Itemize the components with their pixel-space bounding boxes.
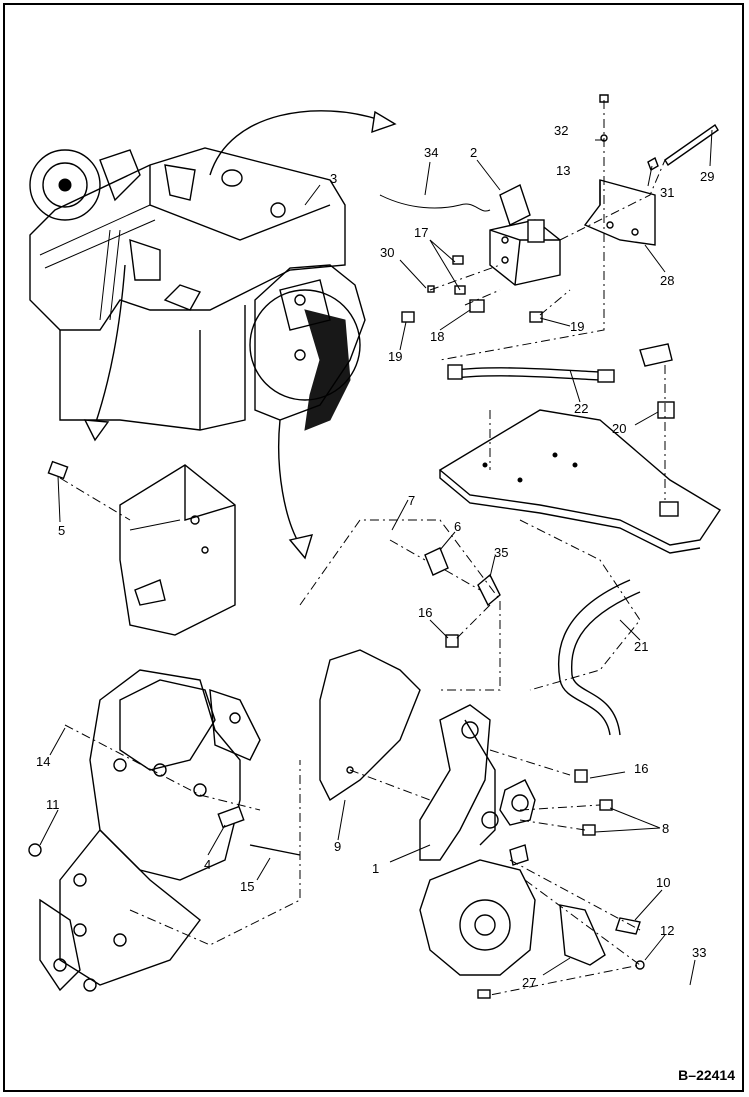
callout-16-upper: 16 bbox=[418, 605, 433, 620]
callout-13: 13 bbox=[556, 163, 571, 178]
leader-lines bbox=[39, 129, 713, 986]
hose-21 bbox=[519, 519, 641, 736]
callout-6: 6 bbox=[454, 519, 462, 534]
callout-14: 14 bbox=[36, 754, 51, 769]
floor-plate bbox=[438, 409, 721, 554]
callout-27: 27 bbox=[522, 975, 537, 990]
callout-34: 34 bbox=[424, 145, 439, 160]
callout-8: 8 bbox=[662, 821, 670, 836]
drawing-border bbox=[3, 3, 744, 1092]
pedal-assembly-1 bbox=[419, 704, 645, 999]
cab-pillar-assembly bbox=[47, 460, 236, 636]
callout-16-lower: 16 bbox=[634, 761, 649, 776]
callout-11: 11 bbox=[46, 797, 60, 812]
callout-35: 35 bbox=[494, 545, 509, 560]
callout-33: 33 bbox=[692, 945, 707, 960]
pedal-bracket-plate bbox=[28, 669, 301, 992]
callout-31: 31 bbox=[660, 185, 675, 200]
callout-29: 29 bbox=[700, 169, 715, 184]
callout-4: 4 bbox=[204, 857, 212, 872]
valve-block-assembly bbox=[379, 94, 719, 361]
pedal-mount-cutaway bbox=[249, 264, 366, 431]
sensor-parts-group bbox=[299, 519, 501, 691]
callout-18: 18 bbox=[430, 329, 445, 344]
callout-10: 10 bbox=[656, 875, 671, 890]
callout-1: 1 bbox=[372, 861, 380, 876]
callout-2: 2 bbox=[470, 145, 478, 160]
callout-19-left: 19 bbox=[388, 349, 403, 364]
callout-28: 28 bbox=[660, 273, 675, 288]
callout-32: 32 bbox=[554, 123, 569, 138]
callout-12: 12 bbox=[660, 923, 675, 938]
callout-22: 22 bbox=[574, 401, 589, 416]
callout-3: 3 bbox=[330, 171, 338, 186]
callout-21: 21 bbox=[634, 639, 649, 654]
callout-15: 15 bbox=[240, 879, 255, 894]
shield-9 bbox=[319, 649, 431, 802]
drawing-reference-number: B–22414 bbox=[678, 1067, 735, 1083]
callout-17: 17 bbox=[414, 225, 429, 240]
callout-5: 5 bbox=[58, 523, 66, 538]
callout-20: 20 bbox=[612, 421, 627, 436]
callout-30: 30 bbox=[380, 245, 395, 260]
hose-22 bbox=[447, 343, 679, 517]
callout-9: 9 bbox=[334, 839, 342, 854]
callout-7: 7 bbox=[408, 493, 416, 508]
machine-body-assembly bbox=[29, 147, 346, 431]
flow-arrows bbox=[83, 110, 397, 560]
callout-19-right: 19 bbox=[570, 319, 585, 334]
